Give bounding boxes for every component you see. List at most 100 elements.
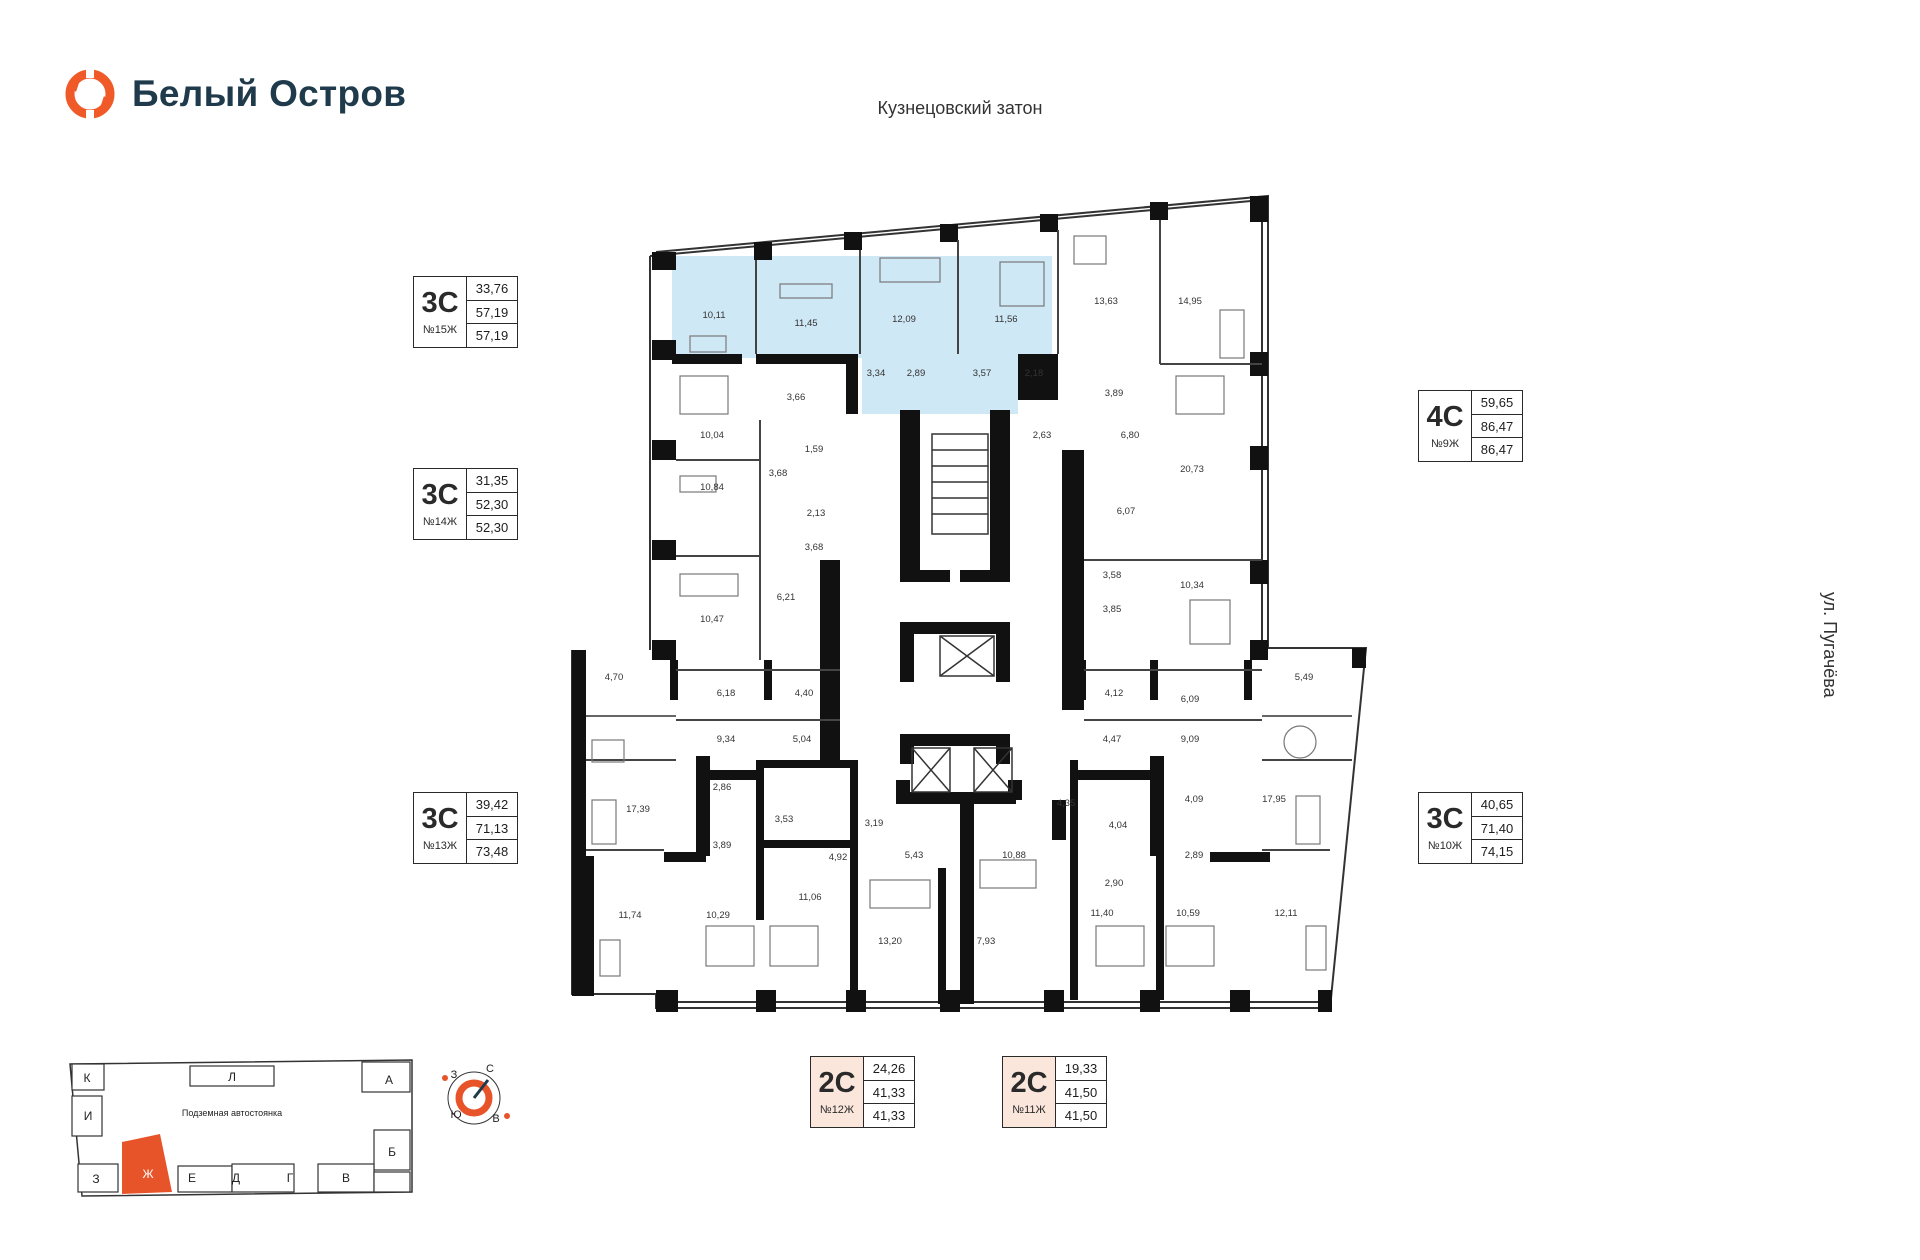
stairwell [931,433,989,535]
site-section: Л [228,1070,236,1084]
total-area: 86,47 [1472,415,1522,439]
site-section: З [92,1172,99,1186]
parking-label: Подземная автостоянка [182,1108,282,1118]
total-area: 41,33 [864,1081,914,1105]
room-area-label: 5,49 [1295,672,1314,683]
total-area: 57,19 [467,301,517,325]
room-area-label: 6,21 [777,592,796,603]
room-area-label: 1,59 [805,444,824,455]
apartment-type: 3С [421,478,459,511]
apartment-type: 3С [1426,802,1464,835]
living-area: 24,26 [864,1057,914,1081]
room-area-label: 4,40 [795,688,814,699]
room-area-label: 4,12 [1105,688,1124,699]
room-area-label: 10,88 [1002,850,1026,861]
furniture [591,235,1327,977]
room-area-label: 3,68 [769,468,788,479]
compass-south: Ю [450,1109,461,1121]
room-area-label: 11,06 [798,892,821,903]
room-area-label: 4,09 [1185,794,1204,805]
room-area-label: 11,74 [618,910,641,921]
room-area-label: 17,39 [626,804,650,815]
room-area-label: 10,59 [1176,908,1200,919]
room-area-label: 3,19 [865,818,884,829]
room-area-label: 11,45 [794,318,817,329]
room-area-label: 12,11 [1274,908,1297,919]
room-area-label: 2,18 [1025,368,1044,379]
room-area-label: 5,04 [793,734,812,745]
room-area-label: 7,93 [977,936,996,947]
room-area-label: 10,34 [1180,580,1204,591]
compass-west: З [451,1069,458,1081]
site-section: К [84,1071,91,1085]
room-area-label: 11,40 [1090,908,1113,919]
apartment-number: №13Ж [422,839,458,852]
room-area-label: 10,11 [702,310,725,321]
room-area-label: 20,73 [1180,464,1204,475]
apartment-number: №9Ж [1430,437,1460,450]
compass-east: В [492,1113,499,1125]
site-map: К Л А И Б З Ж Е Д Г В Подземная автостоя… [69,1059,413,1197]
living-area: 33,76 [467,277,517,301]
room-area-label: 2,86 [713,782,732,793]
apartment-number: №15Ж [422,323,458,336]
room-area-label: 2,90 [1105,878,1124,889]
apartment-type: 2С [1010,1066,1048,1099]
apartment-type: 3С [421,802,459,835]
room-area-label: 4,35 [1057,798,1076,809]
apartment-number: №14Ж [422,515,458,528]
apartment-number: №11Ж [1012,1103,1046,1116]
room-area-label: 2,13 [807,508,826,519]
room-area-label: 12,09 [892,314,916,325]
room-area-label: 10,04 [700,430,724,441]
partitions [586,220,1352,851]
apartment-type: 3С [421,286,459,319]
highlighted-apartment[interactable] [672,256,1052,414]
total-area-coef: 73,48 [475,844,509,860]
room-area-label: 6,09 [1181,694,1200,705]
sun-icon [504,1113,510,1119]
living-area: 31,35 [467,469,517,493]
apartment-number: №10Ж [1427,839,1463,852]
room-area-label: 10,47 [700,614,724,625]
total-area-coef: 74,15 [1480,844,1514,860]
room-area-labels: 10,11 11,45 12,09 11,56 13,63 14,95 3,34… [605,296,1314,947]
sun-icon [442,1075,448,1081]
room-area-label: 6,80 [1121,430,1140,441]
site-section: Д [232,1171,240,1185]
room-area-label: 3,53 [775,814,794,825]
total-area-coef: 41,50 [1064,1108,1098,1124]
site-section: Г [287,1171,294,1185]
living-area: 59,65 [1472,391,1522,415]
room-area-label: 2,89 [907,368,926,379]
room-area-label: 13,63 [1094,296,1118,307]
room-area-label: 3,89 [1105,388,1124,399]
elevator-shafts [911,635,1013,793]
room-area-label: 2,89 [1185,850,1204,861]
room-area-label: 9,34 [717,734,736,745]
room-area-label: 11,56 [994,314,1017,325]
site-section: Б [388,1145,396,1159]
site-section: А [385,1073,393,1087]
site-section: И [84,1109,93,1123]
room-area-label: 3,66 [787,392,806,403]
total-area: 41,50 [1056,1081,1106,1105]
total-area: 52,30 [467,493,517,517]
apartment-type: 4С [1426,400,1464,433]
room-area-label: 2,63 [1033,430,1052,441]
room-area-label: 17,95 [1262,794,1286,805]
room-area-label: 4,92 [829,852,848,863]
room-area-label: 9,09 [1181,734,1200,745]
room-area-label: 6,07 [1117,506,1136,517]
logo-ring-icon [65,68,115,120]
brand-name: Белый Остров [132,73,407,114]
room-area-label: 3,85 [1103,604,1122,615]
